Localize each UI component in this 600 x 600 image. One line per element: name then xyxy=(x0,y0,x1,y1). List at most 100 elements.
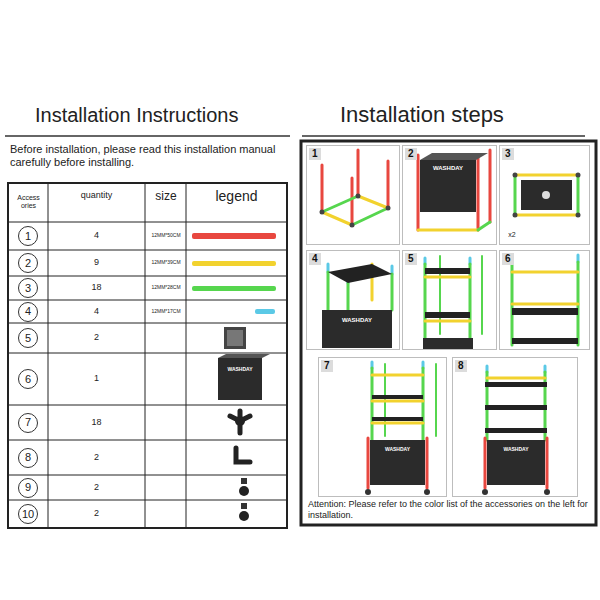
column-header: legend xyxy=(186,185,287,209)
step-illustration xyxy=(352,208,388,225)
step-panel: 8 xyxy=(452,357,578,497)
step-illustration xyxy=(391,274,394,310)
callout-number: 10 xyxy=(18,504,38,524)
table-grid xyxy=(8,353,287,354)
step-illustration xyxy=(424,489,430,495)
step-illustration xyxy=(482,489,488,495)
part-icon xyxy=(224,327,246,349)
step-number: 5 xyxy=(405,253,417,265)
step-illustration xyxy=(514,175,517,215)
null xyxy=(236,448,250,462)
part-icon xyxy=(235,416,245,426)
basket-print: WASHDAY xyxy=(218,365,262,374)
step-illustration xyxy=(469,264,472,340)
table-grid xyxy=(8,323,287,324)
step-panel: 7 xyxy=(318,357,447,497)
step-illustration xyxy=(485,405,547,410)
basket-print: WASHDAY xyxy=(322,316,392,325)
step-panel: 5 xyxy=(402,250,497,350)
step-illustration xyxy=(577,175,580,215)
step-illustration xyxy=(418,229,478,232)
steps-frame xyxy=(301,141,596,525)
callout-number: 7 xyxy=(18,413,38,433)
step-illustration xyxy=(372,374,423,377)
part-icon xyxy=(218,327,270,521)
step-panel: 3 xyxy=(499,145,590,245)
step-illustration xyxy=(426,438,429,488)
step-illustration xyxy=(327,272,330,310)
step-illustration xyxy=(367,438,370,488)
callout-number: 3 xyxy=(18,278,38,298)
part-icon xyxy=(241,478,247,484)
step-illustration xyxy=(424,264,427,340)
step-illustration xyxy=(417,155,420,230)
table-grid xyxy=(8,222,287,223)
callout-number: 6 xyxy=(18,369,38,389)
part-icon xyxy=(239,486,249,496)
quantity-cell: 2 xyxy=(48,480,145,496)
callout-number: 1 xyxy=(18,226,38,246)
step-number: 7 xyxy=(321,360,333,372)
step-illustration xyxy=(521,180,572,210)
quantity-cell: 2 xyxy=(48,506,145,522)
column-header: Access ories xyxy=(10,186,47,218)
steps-panel: Installation stepsAttention: Please refe… xyxy=(300,95,598,527)
step-illustration xyxy=(365,489,371,495)
table-grid xyxy=(8,500,287,501)
color-swatch xyxy=(192,286,276,291)
table-grid xyxy=(145,183,146,528)
size-cell: 12MM*39CM xyxy=(146,258,186,268)
step-illustration xyxy=(425,276,470,279)
step-illustration xyxy=(513,173,518,178)
step-illustration xyxy=(321,165,324,212)
quantity-cell: 18 xyxy=(48,280,145,296)
step-illustration xyxy=(512,308,578,315)
size-cell: 12MM*50CM xyxy=(146,231,186,241)
step-illustration xyxy=(512,303,578,306)
quantity-cell: 4 xyxy=(48,304,145,320)
step-illustration xyxy=(485,428,547,433)
step-number: 6 xyxy=(502,253,514,265)
step-illustration xyxy=(351,178,354,225)
step-number: 4 xyxy=(309,253,321,265)
part-icon xyxy=(218,354,270,358)
table-grid xyxy=(8,250,287,251)
intro-note: Before installation, please read this in… xyxy=(10,143,288,169)
quantity-cell: 9 xyxy=(48,255,145,271)
step-illustration xyxy=(513,213,518,218)
step-number: 8 xyxy=(455,360,467,372)
null xyxy=(230,411,250,462)
step-panel: 2 xyxy=(402,145,497,245)
step-illustration xyxy=(576,213,581,218)
step-illustration xyxy=(481,256,483,334)
step-illustration xyxy=(576,173,581,178)
size-cell: 12MM*17CM xyxy=(146,307,186,317)
step-illustration xyxy=(322,310,392,348)
table-grid xyxy=(48,183,49,528)
callout-number: 4 xyxy=(18,302,38,322)
quantity-cell: 1 xyxy=(48,371,145,387)
table-grid xyxy=(186,183,187,528)
step-illustration xyxy=(371,368,374,440)
part-icon xyxy=(241,503,247,509)
callout-number: 9 xyxy=(18,478,38,498)
color-swatch xyxy=(255,309,275,314)
step-illustration xyxy=(489,150,492,222)
step-illustration xyxy=(356,194,361,199)
step-illustration xyxy=(347,283,350,312)
quantity-cell: 2 xyxy=(48,450,145,466)
step-illustration xyxy=(320,150,581,495)
size-cell: 12MM*28CM xyxy=(146,283,186,293)
step-illustration xyxy=(322,196,358,212)
table-grid xyxy=(8,183,287,528)
step-illustration xyxy=(387,161,390,208)
step-illustration xyxy=(485,382,547,387)
step-illustration xyxy=(425,312,470,318)
step-number: 3 xyxy=(502,148,514,160)
step-illustration xyxy=(546,438,549,488)
step-illustration xyxy=(477,155,480,230)
step-panel: 1 xyxy=(306,145,400,245)
heading-rule xyxy=(5,135,585,137)
